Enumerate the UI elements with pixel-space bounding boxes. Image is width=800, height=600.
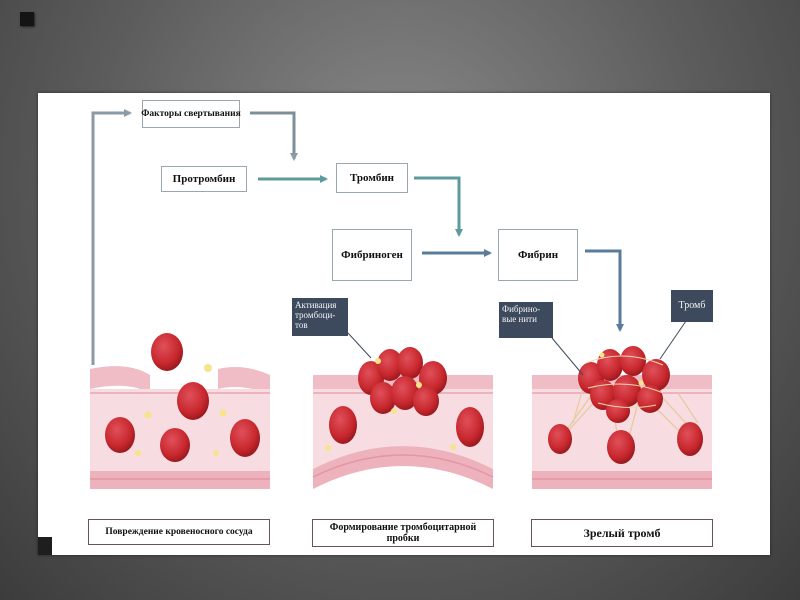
platelet-activation-callout: Активация тромбоци-тов xyxy=(292,298,348,336)
callout-leader xyxy=(551,337,584,376)
blood-cell xyxy=(105,417,135,453)
thrombus-callout: Тромб xyxy=(671,290,713,322)
fibrin-box: Фибрин xyxy=(498,229,578,281)
platelet-plug xyxy=(358,347,447,416)
arrow-thrombin-to-fibrin xyxy=(414,176,463,237)
blood-cell xyxy=(329,406,357,444)
caption-vessel-damage: Повреждение кровеносного сосуда xyxy=(88,519,270,545)
fibrin-threads-callout: Фибрино-вые нити xyxy=(499,302,553,338)
platelet xyxy=(204,364,212,372)
mature-clot xyxy=(578,346,670,423)
arrow-feedback xyxy=(91,109,132,365)
vessel-panel-clot xyxy=(532,320,712,489)
blood-cell xyxy=(548,424,572,454)
fibrinogen-box: Фибриноген xyxy=(332,229,412,281)
blood-cell xyxy=(607,430,635,464)
platelet xyxy=(325,445,331,451)
platelet xyxy=(450,444,456,450)
arrow-factors-to-thrombin xyxy=(250,111,298,161)
clotting-factors-box: Факторы свертывания xyxy=(141,100,241,128)
platelet xyxy=(135,450,141,456)
platelet xyxy=(144,411,152,419)
arrow-fibrin-to-clot xyxy=(585,249,624,332)
vessel-panel-plug xyxy=(312,332,494,489)
blood-cell xyxy=(177,382,209,420)
coagulation-diagram xyxy=(90,109,712,489)
thrombin-box: Тромбин xyxy=(336,163,408,193)
callout-leader xyxy=(347,332,372,359)
slide-corner-mark xyxy=(38,537,52,555)
blood-cell xyxy=(456,407,484,447)
caption-platelet-plug: Формирование тромбоцитарной пробки xyxy=(312,519,494,547)
prothrombin-box: Протромбин xyxy=(161,166,247,192)
callout-leader xyxy=(659,320,687,360)
blood-cell xyxy=(151,333,183,371)
caption-mature-clot: Зрелый тромб xyxy=(531,519,713,547)
platelet xyxy=(213,450,219,456)
blood-cell xyxy=(230,419,260,457)
platelet xyxy=(219,409,227,417)
blood-cell xyxy=(160,428,190,462)
vessel-panel-damage xyxy=(90,333,270,489)
blood-cell xyxy=(677,422,703,456)
slide-bullet xyxy=(20,12,34,26)
